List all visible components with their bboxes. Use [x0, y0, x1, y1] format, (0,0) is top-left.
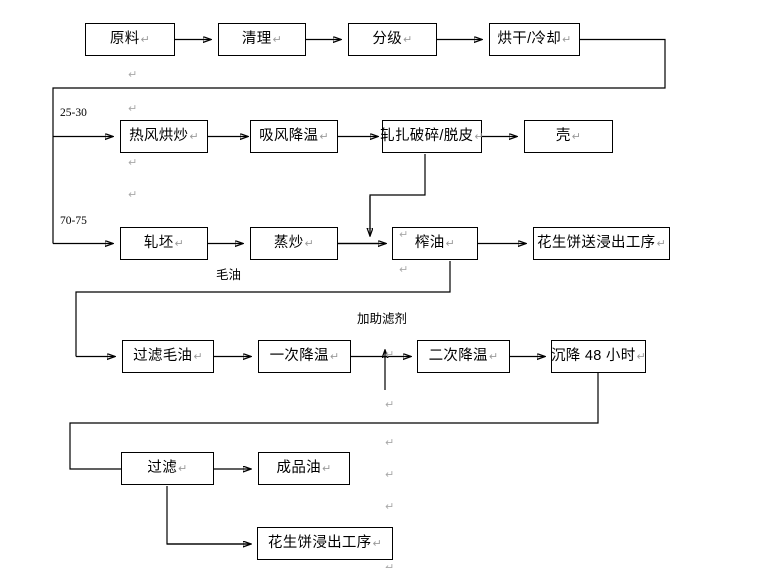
paragraph-mark-icon: ↵ [385, 501, 395, 513]
paragraph-mark-icon: ↵ [140, 34, 151, 46]
paragraph-mark-icon: ↵ [399, 229, 409, 241]
paragraph-mark-icon: ↵ [329, 351, 340, 363]
node-label: 分级 [372, 31, 403, 48]
node-label: 一次降温 [269, 348, 329, 365]
paragraph-mark-icon: ↵ [128, 103, 138, 115]
node-label: 花生饼浸出工序 [267, 535, 372, 552]
paragraph-mark-icon: ↵ [656, 238, 666, 250]
paragraph-mark-icon: ↵ [636, 351, 647, 363]
paragraph-mark-icon: ↵ [385, 349, 395, 361]
paragraph-mark-icon: ↵ [385, 437, 395, 449]
node-air-cooling[interactable]: 吸风降温↵ [250, 120, 338, 153]
paragraph-mark-icon: ↵ [128, 69, 138, 81]
node-drying-cooling[interactable]: 烘干/冷却↵ [489, 23, 580, 56]
node-settling-48h[interactable]: 沉降 48 小时↵ [551, 340, 646, 373]
paragraph-mark-icon: ↵ [488, 351, 499, 363]
node-flaking[interactable]: 轧坯↵ [120, 227, 208, 260]
node-label: 吸风降温 [259, 128, 319, 145]
node-label: 壳 [555, 128, 571, 145]
node-crushing-dehulling[interactable]: 轧扎破碎/脱皮↵ [380, 120, 484, 153]
node-label: 原料 [109, 31, 140, 48]
paragraph-mark-icon: ↵ [385, 469, 395, 481]
paragraph-mark-icon: ↵ [272, 34, 283, 46]
node-pressing[interactable]: 榨油↵ [392, 227, 478, 260]
node-label: 成品油 [276, 460, 321, 477]
node-grading[interactable]: 分级↵ [348, 23, 437, 56]
paragraph-mark-icon: ↵ [128, 157, 138, 169]
label-temperature-70-75: 70-75 [60, 215, 87, 227]
node-steaming-frying[interactable]: 蒸炒↵ [250, 227, 338, 260]
node-label: 花生饼送浸出工序 [537, 235, 656, 252]
paragraph-mark-icon: ↵ [189, 131, 199, 143]
node-label: 烘干/冷却 [497, 31, 561, 48]
node-shell[interactable]: 壳↵ [524, 120, 613, 153]
paragraph-mark-icon: ↵ [304, 238, 315, 250]
paragraph-mark-icon: ↵ [321, 463, 332, 475]
node-filter-crude-oil[interactable]: 过滤毛油↵ [122, 340, 214, 373]
node-label: 沉降 48 小时 [550, 348, 636, 365]
paragraph-mark-icon: ↵ [445, 238, 456, 250]
node-cake-to-extraction[interactable]: 花生饼送浸出工序↵ [533, 227, 670, 260]
paragraph-mark-icon: ↵ [385, 562, 395, 568]
node-cake-extraction[interactable]: 花生饼浸出工序↵ [257, 527, 393, 560]
node-second-cooling[interactable]: 二次降温↵ [417, 340, 510, 373]
node-cleaning[interactable]: 清理↵ [218, 23, 306, 56]
label-crude-oil: 毛油 [216, 268, 242, 282]
node-label: 榨油 [414, 235, 445, 252]
node-label: 过滤 [147, 460, 178, 477]
node-finished-oil[interactable]: 成品油↵ [258, 452, 350, 485]
paragraph-mark-icon: ↵ [174, 238, 185, 250]
paragraph-mark-icon: ↵ [562, 34, 572, 46]
node-label: 过滤毛油 [133, 348, 193, 365]
node-label: 二次降温 [428, 348, 488, 365]
label-filter-aid: 加助滤剂 [357, 312, 408, 326]
node-first-cooling[interactable]: 一次降温↵ [258, 340, 351, 373]
paragraph-mark-icon: ↵ [372, 538, 383, 550]
node-filtering[interactable]: 过滤↵ [121, 452, 214, 485]
paragraph-mark-icon: ↵ [474, 131, 484, 143]
paragraph-mark-icon: ↵ [571, 131, 582, 143]
node-hot-air-roasting[interactable]: 热风烘炒↵ [120, 120, 208, 153]
paragraph-mark-icon: ↵ [128, 189, 138, 201]
paragraph-mark-icon: ↵ [399, 264, 409, 276]
node-label: 清理 [241, 31, 272, 48]
node-label: 蒸炒 [273, 235, 304, 252]
paragraph-mark-icon: ↵ [385, 399, 395, 411]
paragraph-mark-icon: ↵ [403, 34, 413, 46]
node-label: 轧扎破碎/脱皮 [380, 128, 474, 145]
label-temperature-25-30: 25-30 [60, 107, 87, 119]
paragraph-mark-icon: ↵ [319, 131, 329, 143]
paragraph-mark-icon: ↵ [193, 351, 203, 363]
node-raw-material[interactable]: 原料↵ [85, 23, 175, 56]
paragraph-mark-icon: ↵ [178, 463, 188, 475]
node-label: 热风烘炒 [129, 128, 189, 145]
node-label: 轧坯 [143, 235, 174, 252]
